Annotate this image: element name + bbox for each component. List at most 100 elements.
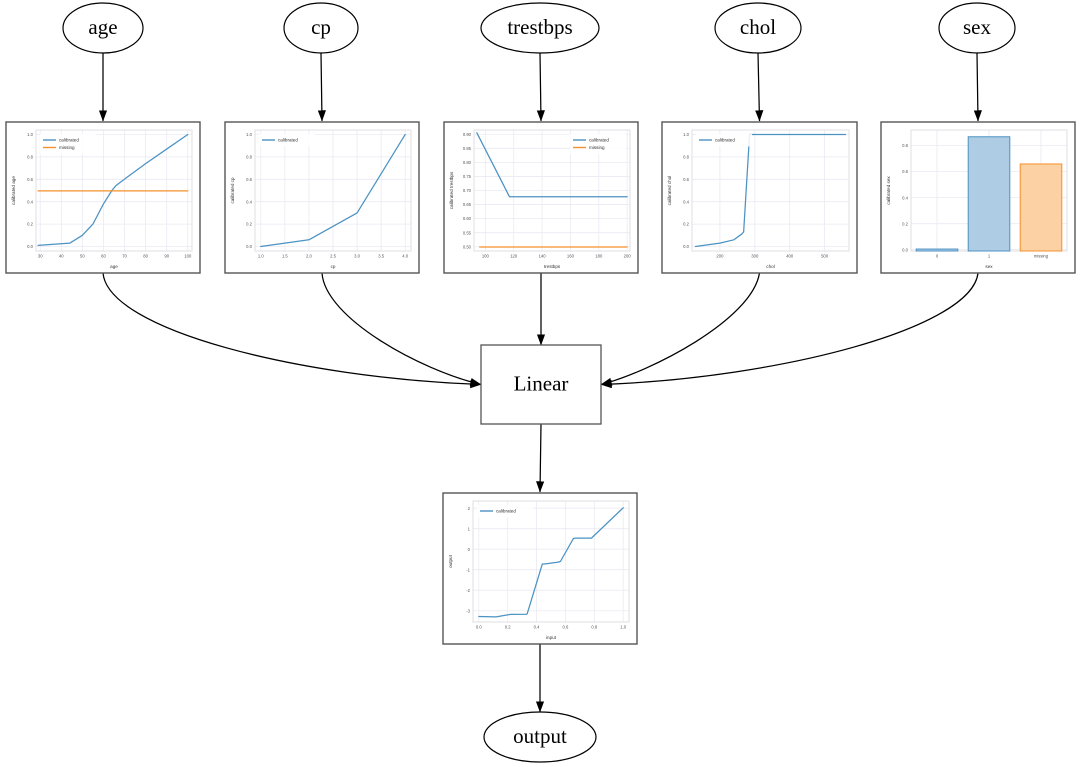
y-tick-label: 0.8 [246,154,252,159]
y-tick-label: 0 [468,547,471,552]
edge-sex-to-linear [600,272,979,389]
node-output[interactable]: output [483,711,597,763]
x-tick-label: 200 [716,254,724,259]
y-tick-label: 0.4 [683,199,689,204]
chart-output-ylabel: output [448,554,453,567]
x-tick-label: 1.0 [620,625,626,630]
x-tick-label: 2.5 [330,254,336,259]
y-tick-label: 0.6 [902,169,908,174]
x-tick-label: 1 [988,254,991,259]
chart-cp-ylabel: calibrated cp [230,177,235,203]
node-cp[interactable]: cp [283,2,359,54]
chart-age-xlabel: age [110,264,118,269]
y-tick-label: -3 [466,608,470,613]
node-chol-label: chol [740,15,776,39]
x-tick-label: 0 [936,254,939,259]
chart-output-axes-box [472,500,630,623]
y-tick-label: 1.0 [27,132,33,137]
chart-chol-plot-area [692,130,849,251]
y-tick-label: 0.2 [27,222,33,227]
chart-cp-axes-box [254,129,412,252]
node-sex-label: sex [963,15,991,39]
x-tick-label: 3.0 [354,254,360,259]
y-tick-label: 0.8 [27,154,33,159]
x-tick-label: 400 [786,254,794,259]
y-tick-label: 0.4 [27,199,33,204]
y-tick-label: 0.6 [246,177,252,182]
chart-output-legend-bg [477,505,533,518]
node-output-label: output [513,724,567,748]
y-tick-label: 0.0 [246,244,252,249]
edge-sex-to-chart [973,52,982,122]
x-tick-label: 4.0 [402,254,408,259]
bar-missing [1019,163,1063,252]
x-tick-label: 0.4 [534,625,540,630]
edge-linear-to-output-chart [536,423,545,493]
y-tick-label: 1.0 [683,132,689,137]
chart-chol-ylabel: calibrated chol [667,176,672,206]
x-tick-label: 70 [122,254,127,259]
y-tick-label: 0.6 [27,177,33,182]
y-tick-label: 0.0 [683,244,689,249]
chart-trestbps-xlabel: trestbps [544,264,561,269]
y-tick-label: 0.90 [463,132,472,137]
y-tick-label: 0.2 [246,222,252,227]
node-sex[interactable]: sex [938,2,1016,54]
series-calibrated [694,133,847,248]
x-tick-label: 1.0 [258,254,264,259]
chart-output-xlabel: input [546,635,557,640]
y-tick-label: 0.2 [902,221,908,226]
x-tick-label: 300 [751,254,759,259]
chart-age-legend-bg [40,134,96,154]
chart-sex-xlabel: sex [985,264,993,269]
y-tick-label: 0.65 [463,202,472,207]
edge-layer [98,52,982,713]
y-tick-label: 0.8 [683,154,689,159]
chart-sex-ylabel: calibrated sex [886,176,891,205]
y-tick-label: 0.70 [463,188,472,193]
x-tick-label: 100 [482,254,490,259]
y-tick-label: 0.80 [463,160,472,165]
y-tick-label: 0.60 [463,216,472,221]
chart-chol-axes-box [691,129,850,252]
x-tick-label: 0.8 [591,625,597,630]
y-tick-label: 0.0 [902,247,908,252]
x-tick-label: missing [1034,254,1049,259]
y-tick-label: 0.50 [463,244,472,249]
legend-label-calibrated: calibrated [589,138,609,143]
bar-1 [967,136,1011,252]
edge-chol-to-chart [755,52,764,122]
node-chol-shape [714,2,802,54]
node-sex-shape [938,2,1016,54]
node-age[interactable]: age [62,2,144,54]
x-tick-label: 90 [164,254,169,259]
x-tick-label: 3.5 [378,254,384,259]
legend-label-calibrated: calibrated [496,509,516,514]
y-tick-label: 0.55 [463,230,472,235]
node-linear[interactable]: Linear [480,344,602,425]
node-trestbps-label: trestbps [507,15,572,39]
y-tick-label: 1 [468,526,471,531]
node-linear-label: Linear [514,371,569,395]
x-tick-label: 180 [595,254,603,259]
chart-trestbps-axes-box [473,129,631,252]
chart-trestbps-legend-bg [570,134,626,154]
x-tick-label: 1.5 [282,254,288,259]
node-trestbps[interactable]: trestbps [480,2,600,54]
y-tick-label: 0.8 [902,143,908,148]
x-tick-label: 120 [510,254,518,259]
x-tick-label: 200 [624,254,632,259]
legend-label-calibrated: calibrated [278,138,298,143]
x-tick-label: 80 [143,254,148,259]
legend-label-missing: missing [589,145,605,150]
x-tick-label: 500 [821,254,829,259]
node-age-label: age [88,15,117,39]
legend-label-calibrated: calibrated [715,138,735,143]
node-chol[interactable]: chol [714,2,802,54]
chart-trestbps-ylabel: calibrated trestbps [449,171,454,209]
